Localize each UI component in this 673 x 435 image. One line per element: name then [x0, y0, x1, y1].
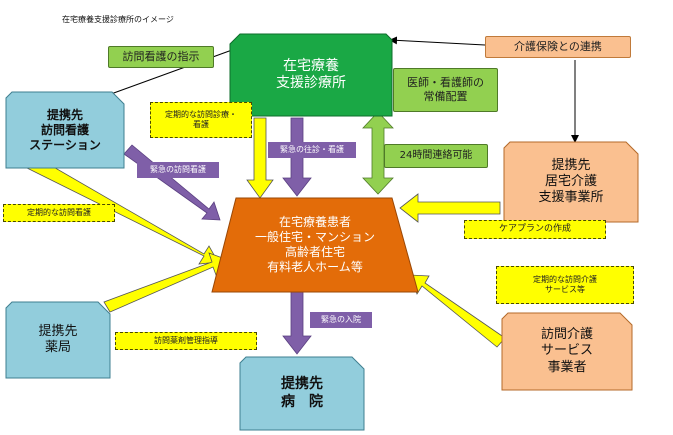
text-line: 医師・看護師の [407, 76, 484, 90]
text-line: 定期的な訪問診療・ [165, 110, 237, 119]
hospital-shape [239, 356, 365, 431]
text-line: 有料老人ホーム等 [267, 260, 363, 274]
nursing-instruction-label: 訪問看護の指示 [108, 46, 214, 68]
text-line: 提携先 [38, 323, 78, 339]
text-line: 高齢者住宅 [284, 245, 345, 259]
arrow-care-insurance-to-clinic [389, 36, 486, 46]
text-line: 一般住宅・マンション [254, 230, 375, 244]
text-line: 訪問看護の指示 [122, 50, 200, 64]
care-plan-label: ケアプランの作成 [464, 220, 606, 239]
arrow-emergency-nursing [123, 144, 221, 221]
staff-label: 医師・看護師の常備配置 [393, 68, 498, 112]
text-line: 病 院 [281, 393, 323, 410]
text-line: 24時間連絡可能 [399, 149, 473, 161]
patient-node[interactable]: 在宅療養患者一般住宅・マンション高齢者住宅有料老人ホーム等 [212, 198, 418, 292]
emergency-visit-diagnosis-label: 緊急の往診・看護 [268, 142, 356, 158]
clinic-box-shape [229, 33, 393, 117]
pharmacy-node[interactable]: 提携先薬局 [6, 302, 110, 378]
text-line: 在宅療養患者 [278, 215, 351, 229]
care-support-shape [503, 141, 639, 223]
text-line: サービス等 [545, 285, 585, 294]
text-line: 定期的な訪問看護 [27, 208, 91, 217]
text-line: 提携先 [46, 107, 83, 122]
text-line: 支援診療所 [276, 75, 346, 91]
home-care-node[interactable]: 訪問介護サービス事業者 [502, 313, 632, 390]
regular-home-care-label: 定期的な訪問介護サービス等 [496, 266, 634, 304]
regular-visit-care-label: 定期的な訪問診療・看護 [150, 102, 252, 138]
nursing-station-shape [5, 91, 125, 169]
home-care-shape [501, 312, 633, 391]
emergency-visit-nursing-label: 緊急の訪問看護 [137, 162, 219, 178]
text-line: 緊急の往診・看護 [280, 145, 344, 154]
care-support-node[interactable]: 提携先居宅介護支援事業所 [504, 142, 638, 222]
pharmacy-guidance-label: 訪問薬剤管理指導 [115, 332, 257, 350]
arrow-24h-contact [362, 111, 394, 195]
patient-box-shape [211, 197, 419, 293]
emergency-hospitalization-label: 緊急の入院 [310, 312, 372, 328]
text-line: 事業者 [547, 359, 587, 375]
text-line: 訪問薬剤管理指導 [154, 336, 218, 345]
arrow-care-support-to-patient [399, 193, 501, 223]
text-line: 看護 [193, 120, 209, 129]
text-line: 薬局 [44, 340, 71, 355]
arrow-clinic-to-patient-left [246, 117, 274, 199]
nursing-station-node[interactable]: 提携先訪問看護ステーション [6, 92, 124, 168]
care-insurance-label: 介護保険との連携 [485, 36, 631, 58]
arrow-nursing-station-to-patient [26, 157, 219, 265]
hospital-node[interactable]: 提携先病 院 [240, 357, 364, 430]
text-line: 提携先 [551, 157, 591, 173]
text-line: 介護保険との連携 [514, 40, 602, 54]
text-line: 支援事業所 [538, 190, 604, 206]
text-line: 提携先 [281, 376, 323, 392]
text-line: 緊急の入院 [321, 315, 361, 324]
text-line: ケアプランの作成 [498, 223, 571, 234]
always-contact-label: 24時間連絡可能 [384, 144, 488, 168]
text-line: 訪問介護 [540, 327, 593, 343]
text-line: 居宅介護 [544, 173, 597, 189]
regular-visit-nursing-label: 定期的な訪問看護 [3, 204, 115, 222]
text-line: 訪問看護 [40, 122, 89, 137]
text-line: 常備配置 [423, 90, 468, 103]
text-line: サービス [540, 343, 593, 359]
clinic-node[interactable]: 在宅療養支援診療所 [230, 34, 392, 116]
text-line: 定期的な訪問介護 [533, 275, 597, 284]
arrow-pharmacy-to-patient [103, 252, 229, 313]
pharmacy-shape [5, 301, 111, 379]
arrow-home-care-to-patient [409, 274, 506, 348]
arrow-emergency-hospitalization [282, 291, 312, 355]
text-line: 在宅療養 [283, 57, 339, 74]
text-line: ステーション [29, 137, 101, 152]
page-title: 在宅療養支援診療所のイメージ [62, 15, 174, 24]
text-line: 緊急の訪問看護 [150, 165, 206, 174]
